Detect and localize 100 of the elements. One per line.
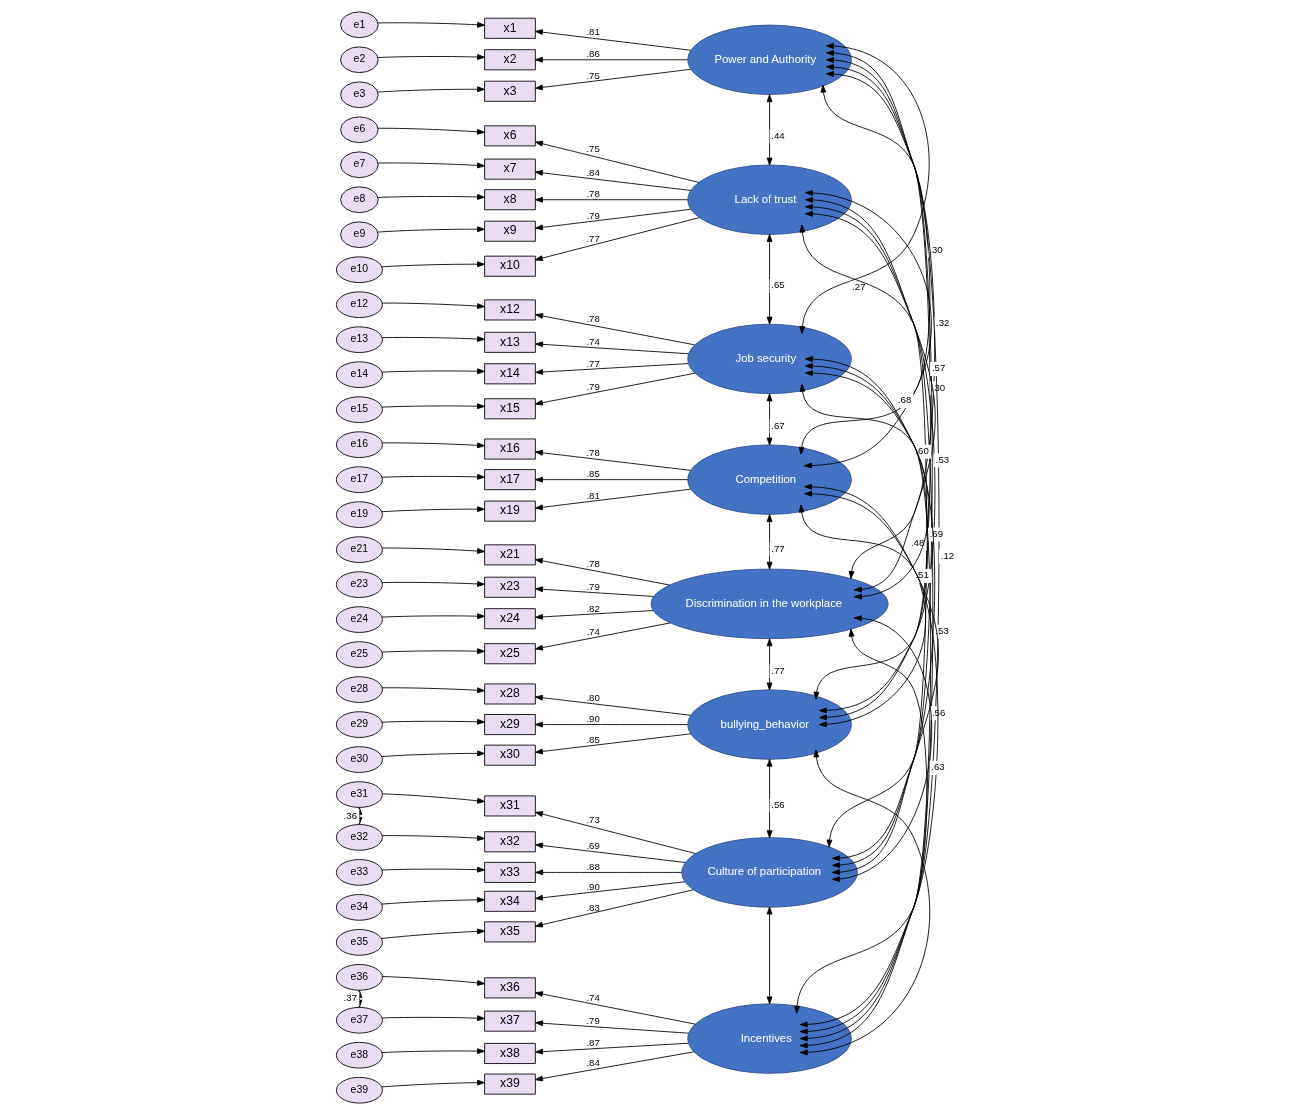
edge-label: .69 xyxy=(586,839,600,851)
node-box: x6 xyxy=(484,125,536,147)
arrow xyxy=(535,196,688,203)
arrow xyxy=(535,842,686,863)
node-box: x30 xyxy=(484,744,536,766)
node-ellipse: e12 xyxy=(335,291,383,318)
edge-label: .60 xyxy=(915,445,929,457)
node-box: x25 xyxy=(484,643,536,665)
edge-label: .85 xyxy=(586,467,600,479)
node-ellipse: e1 xyxy=(340,11,379,39)
arrow xyxy=(381,547,485,554)
arrow xyxy=(826,57,936,579)
edge-label: .44 xyxy=(771,129,785,141)
arrow xyxy=(805,204,936,714)
arrow xyxy=(381,648,485,655)
arrow xyxy=(381,368,485,375)
node-box: x3 xyxy=(484,80,536,102)
node-box: x21 xyxy=(484,544,536,566)
node-box: x23 xyxy=(484,576,536,598)
node-ellipse: e33 xyxy=(335,859,383,886)
edge-label: .65 xyxy=(771,279,785,291)
edge-label: .74 xyxy=(586,335,600,347)
edge-label: .77 xyxy=(771,542,785,554)
edge-label: .57 xyxy=(931,362,946,374)
edge-label: .51 xyxy=(915,569,929,581)
node-box: x7 xyxy=(484,158,536,180)
node-box: x2 xyxy=(484,49,536,71)
edge-label: .12 xyxy=(940,550,955,562)
arrow xyxy=(535,1042,689,1055)
arrow xyxy=(766,514,773,570)
arrow xyxy=(381,687,485,694)
arrow xyxy=(535,313,695,346)
node-ellipse: e25 xyxy=(335,641,383,668)
arrow xyxy=(535,889,694,928)
node-ellipse: e35 xyxy=(335,929,383,956)
arrow xyxy=(381,866,485,873)
node-box: x34 xyxy=(484,890,536,912)
arrow xyxy=(766,906,773,1005)
arrow xyxy=(535,622,671,651)
edge-label: .48 xyxy=(910,536,925,548)
node-ellipse: e37 xyxy=(335,1006,383,1034)
node-box: x13 xyxy=(484,331,536,353)
arrow xyxy=(381,581,485,587)
arrow xyxy=(381,718,485,725)
arrow xyxy=(382,793,485,804)
arrow xyxy=(804,490,939,876)
arrow xyxy=(535,991,696,1025)
node-ellipse: e21 xyxy=(335,536,383,563)
arrow xyxy=(535,170,692,191)
edge-label: .78 xyxy=(586,187,600,199)
arrow xyxy=(805,197,936,593)
node-ellipse: e7 xyxy=(340,151,379,179)
edge-label: .36 xyxy=(343,809,357,821)
edge-label: .56 xyxy=(931,706,946,718)
edge-label: .84 xyxy=(586,1057,600,1069)
arrow xyxy=(766,638,773,691)
edge-label: .82 xyxy=(586,602,600,614)
node-ellipse: e34 xyxy=(335,894,383,921)
edge-label: .30 xyxy=(929,244,943,256)
node-ellipse: e19 xyxy=(335,501,383,528)
edge-label: .81 xyxy=(586,26,600,38)
edge-label: .78 xyxy=(586,313,600,325)
node-box: x19 xyxy=(484,500,536,522)
node-ellipse: e13 xyxy=(335,326,383,353)
arrow xyxy=(535,208,692,231)
edge-label: .79 xyxy=(586,1014,600,1026)
arrow xyxy=(377,21,485,28)
node-ellipse: e23 xyxy=(335,571,383,598)
node-box: x29 xyxy=(484,714,536,736)
arrow xyxy=(535,488,692,511)
edge-label: .78 xyxy=(586,446,600,458)
node-ellipse: e28 xyxy=(335,676,383,703)
arrow xyxy=(798,504,939,1042)
arrow xyxy=(805,370,936,869)
arrow xyxy=(381,302,485,309)
node-box: x33 xyxy=(484,861,536,883)
edge-label: .79 xyxy=(586,209,600,221)
node-box: x39 xyxy=(484,1073,536,1095)
node-box: x24 xyxy=(484,608,536,630)
node-ellipse: e29 xyxy=(335,711,383,738)
edge-label: .73 xyxy=(586,814,600,826)
node-box: x36 xyxy=(484,977,536,999)
arrow xyxy=(381,506,485,513)
node-box: x16 xyxy=(484,438,536,460)
arrow xyxy=(381,403,485,410)
node-ellipse: e39 xyxy=(335,1076,383,1104)
arrow xyxy=(382,976,485,986)
edge-label: .53 xyxy=(935,453,950,465)
node-ellipse: e36 xyxy=(335,964,383,991)
arrow xyxy=(377,194,485,200)
node-box: x28 xyxy=(484,683,536,705)
arrow xyxy=(766,94,773,166)
arrow xyxy=(535,811,696,854)
edge-label: .77 xyxy=(586,233,600,245)
edge-label: .74 xyxy=(586,626,600,638)
arrow xyxy=(535,449,692,471)
arrow xyxy=(381,1048,485,1054)
arrow xyxy=(535,1020,689,1034)
arrow xyxy=(534,372,696,406)
edge-label: .84 xyxy=(586,166,600,178)
